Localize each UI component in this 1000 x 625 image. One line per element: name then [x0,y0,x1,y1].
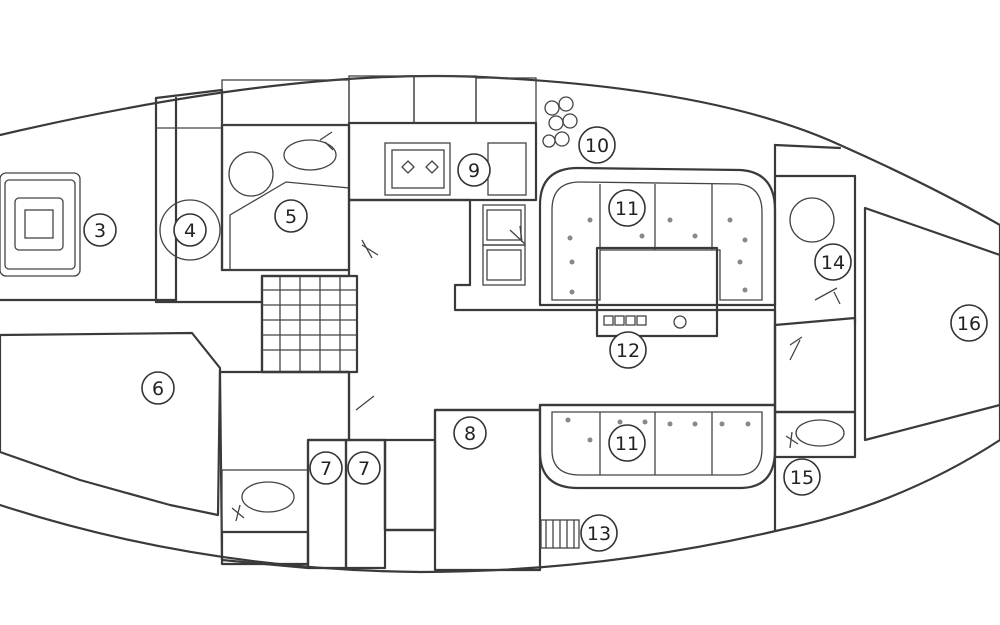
round-table-4 [159,199,221,261]
svg-text:12: 12 [616,340,640,362]
head-compartment [220,123,351,272]
callout-8: 8 [453,416,487,450]
hanging-lockers-7 [306,438,437,570]
callout-10: 10 [578,126,616,164]
aft-berth-6 [0,331,222,517]
svg-text:5: 5 [285,206,297,228]
hull-outline [0,74,1000,574]
bottle-rack-10 [542,96,578,148]
callout-6: 6 [141,371,175,405]
callout-11-lower: 11 [608,424,646,462]
galley [347,121,538,286]
svg-text:11: 11 [615,198,639,220]
svg-text:16: 16 [957,313,981,335]
svg-text:7: 7 [358,458,370,480]
svg-text:10: 10 [585,135,609,157]
svg-text:13: 13 [587,523,611,545]
callout-13: 13 [580,514,618,552]
svg-text:11: 11 [615,433,639,455]
svg-text:8: 8 [464,423,476,445]
svg-text:4: 4 [184,220,196,242]
callout-4: 4 [173,213,207,247]
callout-11-upper: 11 [608,189,646,227]
svg-text:6: 6 [152,378,164,400]
callout-7b: 7 [347,451,381,485]
upper-lockers [221,75,537,126]
saloon-table-8 [433,408,542,572]
steps-13 [540,519,580,549]
callout-5: 5 [274,199,308,233]
settee-lower-11 [538,403,777,490]
callout-14: 14 [814,243,852,281]
v-berth-16 [863,206,1000,442]
callout-9: 9 [457,153,491,187]
callout-15: 15 [783,458,821,496]
callout-3: 3 [83,213,117,247]
svg-text:7: 7 [320,458,332,480]
callout-7a: 7 [309,451,343,485]
svg-text:15: 15 [790,467,814,489]
callout-16: 16 [950,304,988,342]
svg-text:3: 3 [94,220,106,242]
callout-12: 12 [609,331,647,369]
engine-box [0,172,81,277]
svg-text:14: 14 [821,252,845,274]
companionway-steps [260,274,359,374]
forward-head [773,143,857,532]
svg-text:9: 9 [468,160,480,182]
